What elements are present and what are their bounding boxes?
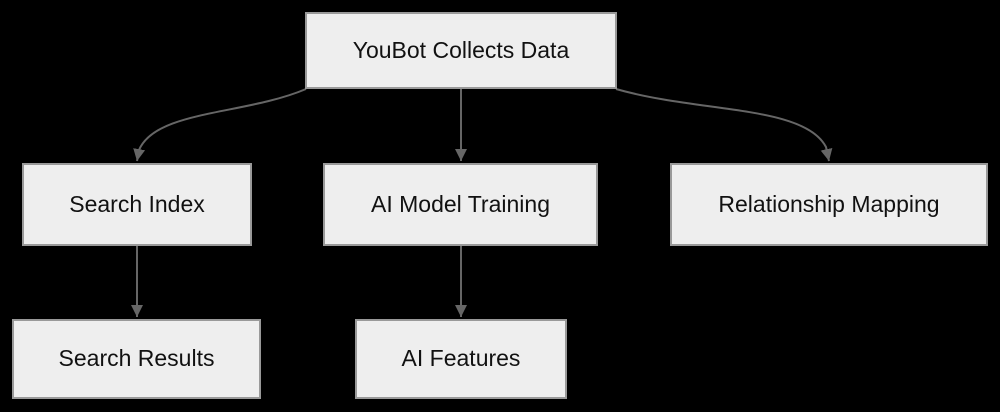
node-label: Search Index (69, 190, 205, 217)
node-label: YouBot Collects Data (352, 36, 570, 63)
node-label: AI Model Training (371, 190, 550, 217)
node-search-results: Search Results (12, 319, 261, 399)
node-search-index: Search Index (22, 163, 252, 246)
node-label: Search Results (58, 345, 215, 372)
node-youbot-collects-data: YouBot Collects Data (305, 12, 617, 89)
edge-root-to-search-index (133, 88, 307, 162)
node-relationship-mapping: Relationship Mapping (670, 163, 988, 246)
edge-root-to-relationship-mapping (615, 88, 833, 162)
node-ai-features: AI Features (355, 319, 567, 399)
node-label: AI Features (401, 345, 521, 372)
node-label: Relationship Mapping (718, 190, 940, 217)
node-ai-model-training: AI Model Training (323, 163, 598, 246)
